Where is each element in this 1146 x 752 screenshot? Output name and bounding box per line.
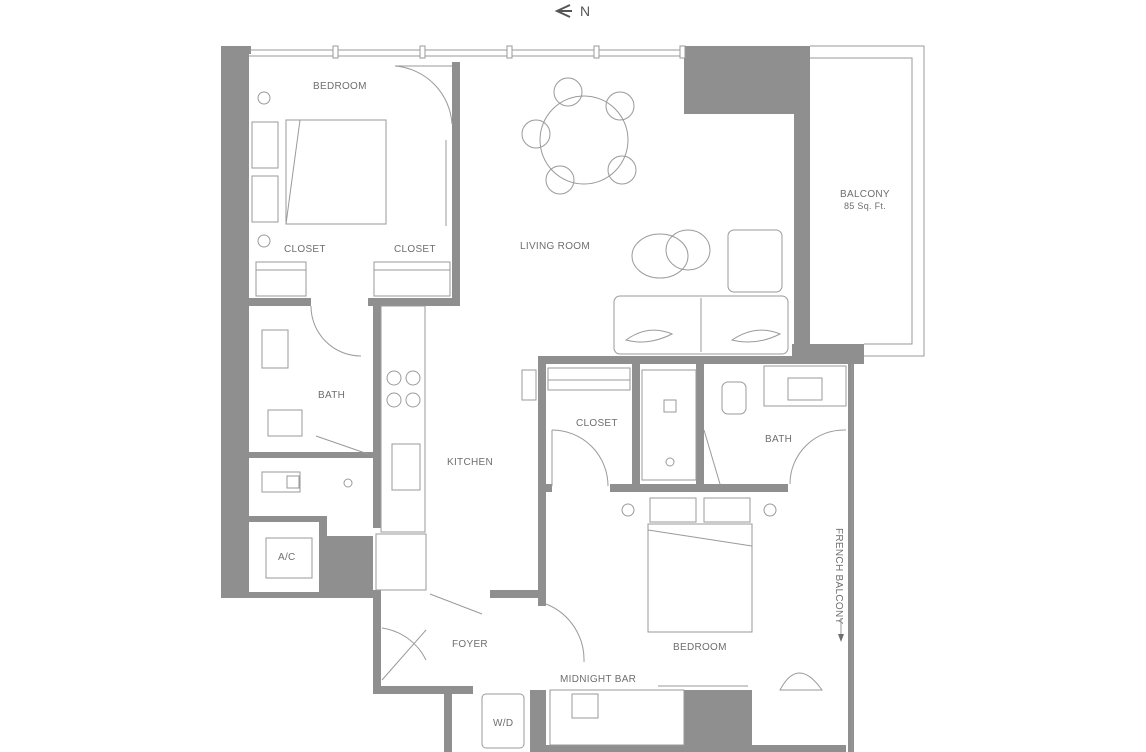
living-room-furniture	[521, 77, 789, 355]
balcony-area: 85 Sq. Ft.	[844, 201, 886, 211]
room-label-foyer: FOYER	[452, 639, 488, 650]
room-label-closet-2: CLOSET	[576, 418, 618, 429]
walls	[221, 46, 864, 752]
kitchen-counter	[375, 305, 427, 591]
window-lines	[249, 45, 686, 59]
room-label-balcony: BALCONY	[840, 189, 890, 200]
room-label-midnight-bar: MIDNIGHT BAR	[560, 674, 636, 685]
closet-2	[521, 367, 631, 487]
washer-dryer	[481, 693, 525, 749]
balcony-outline	[810, 45, 925, 357]
room-label-living-room: LIVING ROOM	[520, 241, 590, 252]
ac-unit	[265, 537, 313, 579]
room-label-closet-1a: CLOSET	[284, 244, 326, 255]
room-label-ac: A/C	[278, 552, 296, 563]
bath-1-fixtures	[261, 305, 369, 493]
room-label-wd: W/D	[493, 718, 513, 729]
bedroom-1-furniture	[251, 65, 453, 248]
foyer-doors	[381, 593, 585, 681]
bath-2-fixtures	[641, 365, 847, 485]
room-label-kitchen: KITCHEN	[447, 457, 493, 468]
room-label-bath-2: BATH	[765, 434, 792, 445]
bedroom-2-furniture	[621, 364, 853, 752]
room-label-bedroom-1: BEDROOM	[313, 81, 367, 92]
north-arrow-icon	[554, 4, 572, 18]
midnight-bar-counter	[549, 685, 748, 746]
room-label-closet-1b: CLOSET	[394, 244, 436, 255]
french-balcony-arrow-icon	[838, 634, 844, 642]
north-label: N	[580, 3, 590, 19]
room-label-bath-1: BATH	[318, 390, 345, 401]
closet-hangers-1	[255, 261, 451, 297]
room-label-french-balcony: FRENCH BALCONY	[833, 528, 844, 624]
room-label-bedroom-2: BEDROOM	[673, 642, 727, 653]
